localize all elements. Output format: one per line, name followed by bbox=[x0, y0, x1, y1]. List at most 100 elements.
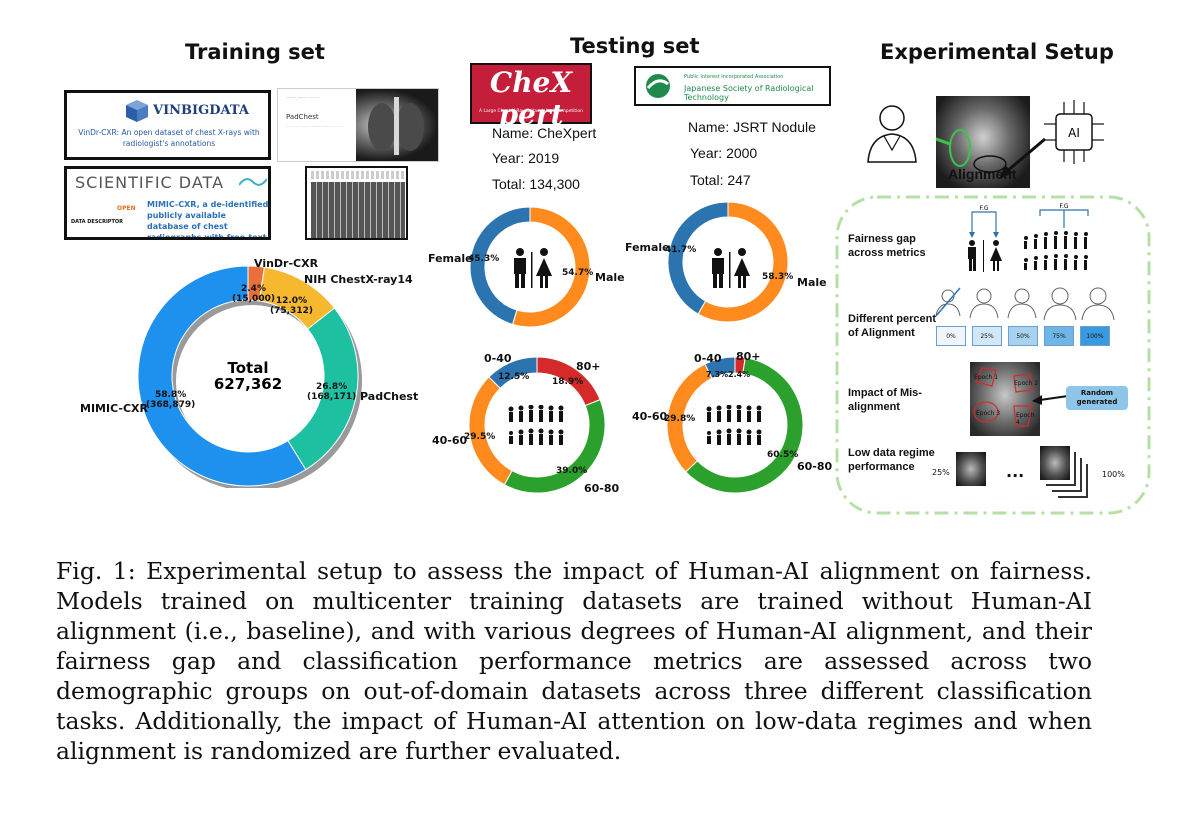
chexpert-gender-slice-female bbox=[469, 206, 531, 326]
age-people-icon bbox=[508, 405, 564, 445]
low-data-25: 25% bbox=[932, 468, 950, 477]
doctor-icons-row bbox=[935, 287, 1115, 321]
fairness-gap-diagram: F.G F.G bbox=[968, 203, 1089, 272]
figure-caption: Fig. 1: Experimental setup to assess the… bbox=[56, 556, 1092, 766]
ai-chip-icon: AI bbox=[1044, 100, 1104, 164]
jsrt-age-slice-60-80 bbox=[685, 357, 804, 494]
nih-thumbnail bbox=[305, 166, 408, 240]
padchest-thumbnail: ········ ········ ········ PadChest ····… bbox=[277, 88, 439, 162]
chexpert-age-6080-label: 60-80 bbox=[584, 482, 620, 495]
jsrt-total: Total: 247 bbox=[690, 172, 751, 188]
jsrt-age-80-pct: 2.4% bbox=[728, 370, 751, 379]
label-vindr: 2.4% (15,000) bbox=[232, 284, 275, 304]
setup-dashed-panel bbox=[835, 195, 1151, 515]
jsrt-logo-small: Public Interest Incorporated Association bbox=[684, 74, 784, 80]
chexpert-name: Name: CheXpert bbox=[492, 125, 597, 141]
chexpert-age-80-label: 80+ bbox=[576, 360, 601, 373]
mimic-title: MIMIC-CXR, a de-identified publicly avai… bbox=[147, 200, 269, 240]
epoch-4: Epoch 4 bbox=[1016, 412, 1035, 426]
percent-box-0: 0% bbox=[936, 326, 966, 346]
chexpert-age-donut bbox=[468, 356, 606, 494]
percent-alignment-label: Different percent of Alignment bbox=[848, 313, 937, 339]
jsrt-age-040-pct: 7.3% bbox=[706, 370, 729, 379]
chexpert-gender-donut bbox=[469, 206, 591, 328]
jsrt-age-donut bbox=[666, 356, 804, 494]
sci-descriptor: DATA DESCRIPTOR bbox=[71, 219, 123, 225]
chexpert-age-slice-0-40 bbox=[488, 356, 538, 389]
low-data-100: 100% bbox=[1102, 470, 1125, 479]
caption-text: Fig. 1: Experimental setup to assess the… bbox=[56, 557, 1092, 765]
random-generated-badge: Random generated bbox=[1066, 386, 1128, 410]
vinbig-cube-icon bbox=[126, 100, 148, 122]
chexpert-age-80-pct: 18.9% bbox=[552, 377, 584, 387]
donut-center-label: Total bbox=[228, 359, 269, 377]
jsrt-female-pct: 41.7% bbox=[665, 245, 697, 255]
full-data-xray-stack bbox=[1040, 446, 1070, 480]
jsrt-gender-slice-male bbox=[697, 201, 789, 323]
chexpert-male-label: Male bbox=[595, 271, 625, 284]
jsrt-logo-main: Japanese Society of Radiological Technol… bbox=[684, 84, 814, 102]
training-set-header: Training set bbox=[185, 40, 325, 64]
testing-set-header: Testing set bbox=[570, 34, 700, 58]
chexpert-female-label: Female bbox=[428, 252, 473, 265]
alignment-label: Alignment bbox=[948, 166, 1017, 182]
low-data-xray-stack bbox=[956, 452, 986, 486]
jsrt-male-pct: 58.3% bbox=[762, 272, 794, 282]
jsrt-age-4060-pct: 29.8% bbox=[664, 414, 696, 424]
fg-label-1: F.G bbox=[979, 205, 988, 212]
chexpert-logo-text: CheX pert bbox=[489, 66, 573, 131]
scientific-data-logo: SCIENTIFIC DATA bbox=[75, 173, 225, 192]
jsrt-age-80-label: 80+ bbox=[736, 350, 761, 363]
epoch-2: Epoch 2 bbox=[1014, 380, 1039, 387]
low-data-label: Low data regime performance bbox=[848, 447, 935, 473]
chexpert-year: Year: 2019 bbox=[492, 150, 560, 166]
alignment-xray-image bbox=[936, 96, 1030, 188]
jsrt-gender-slice-female bbox=[667, 201, 729, 315]
legend-mimic: MIMIC-CXR bbox=[80, 402, 148, 415]
chexpert-female-pct: 45.3% bbox=[468, 254, 500, 264]
legend-nih: NIH ChestX-ray14 bbox=[304, 273, 413, 286]
donut-center-value: 627,362 bbox=[214, 375, 282, 393]
experimental-setup-header: Experimental Setup bbox=[880, 40, 1114, 64]
chexpert-logo-sub: A Large Chest X-Ray Dataset And Competit… bbox=[478, 109, 584, 114]
label-nih: 12.0% (75,312) bbox=[270, 296, 313, 316]
vinbig-logo-text: VINBIGDATA bbox=[153, 103, 249, 118]
fairness-gap-label: Fairness gap across metrics bbox=[848, 233, 926, 259]
ai-arrow bbox=[999, 137, 1046, 179]
male-female-icon-jsrt bbox=[712, 248, 750, 288]
percent-box-25: 25% bbox=[972, 326, 1002, 346]
percent-box-75: 75% bbox=[1044, 326, 1074, 346]
legend-padchest: PadChest bbox=[360, 390, 419, 403]
scientific-data-wave-icon bbox=[239, 178, 267, 186]
jsrt-female-label: Female bbox=[625, 241, 670, 254]
jsrt-year: Year: 2000 bbox=[690, 145, 758, 161]
jsrt-logo: Public Interest Incorporated Association… bbox=[634, 66, 831, 106]
scientific-data-thumbnail: SCIENTIFIC DATA OPEN DATA DESCRIPTOR MIM… bbox=[64, 166, 271, 240]
chexpert-age-6080-pct: 39.0% bbox=[556, 466, 588, 476]
legend-vindr: VinDr-CXR bbox=[254, 257, 319, 270]
sci-open-badge: OPEN bbox=[117, 205, 136, 212]
male-female-icon bbox=[514, 248, 552, 288]
vinbig-title: VinDr-CXR: An open dataset of chest X-ra… bbox=[78, 128, 260, 148]
vinbigdata-thumbnail: VINBIGDATA VinDr-CXR: An open dataset of… bbox=[64, 90, 271, 160]
padchest-xray-image bbox=[356, 89, 438, 161]
nih-xray-grid-image bbox=[311, 182, 405, 238]
misalignment-xray-image: Epoch 1 Epoch 2 Epoch 3 Epoch 4 bbox=[970, 362, 1040, 436]
chexpert-age-040-label: 0-40 bbox=[484, 352, 512, 365]
epoch-3: Epoch 3 bbox=[976, 410, 1001, 417]
label-mimic: 58.8% (368,879) bbox=[146, 390, 196, 410]
radiologist-icon bbox=[867, 105, 917, 163]
chexpert-age-4060-label: 40-60 bbox=[432, 434, 468, 447]
jsrt-male-label: Male bbox=[797, 276, 827, 289]
jsrt-gender-donut bbox=[667, 201, 789, 323]
jsrt-logo-icon bbox=[646, 74, 670, 98]
label-padchest: 26.8% (168,171) bbox=[307, 382, 357, 402]
training-slice-mimic-cxr bbox=[137, 265, 307, 487]
fg-label-2: F.G bbox=[1059, 203, 1068, 210]
chexpert-age-040-pct: 12.5% bbox=[498, 372, 530, 382]
epoch-1: Epoch 1 bbox=[974, 374, 999, 381]
jsrt-age-6080-label: 60-80 bbox=[797, 460, 833, 473]
age-people-icon-jsrt bbox=[706, 405, 762, 445]
ai-label: AI bbox=[1068, 126, 1080, 140]
chexpert-total: Total: 134,300 bbox=[492, 176, 580, 192]
